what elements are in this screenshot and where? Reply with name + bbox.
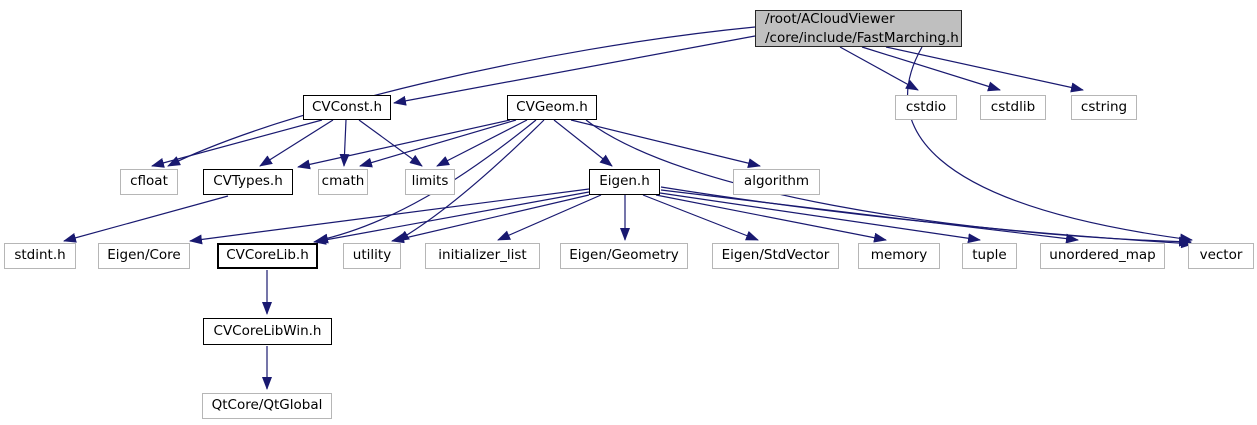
node-cvcorelib-h[interactable]: CVCoreLib.h bbox=[217, 243, 318, 269]
edge-cvgeom-h-to-limits bbox=[436, 119, 528, 167]
node-cmath: cmath bbox=[318, 169, 368, 195]
edge-root-to-cstring bbox=[885, 46, 1084, 93]
edge-cvgeom-h-to-eigen-h bbox=[553, 119, 613, 167]
edge-root-to-cvconst-h bbox=[393, 35, 756, 106]
edge-cvtypes-h-to-stdint-h bbox=[63, 195, 229, 243]
node-eigen-h[interactable]: Eigen.h bbox=[589, 169, 660, 195]
node-qtcore-qtglobal: QtCore/QtGlobal bbox=[202, 393, 332, 419]
node-eigen-geometry: Eigen/Geometry bbox=[560, 243, 688, 269]
node-cstdio: cstdio bbox=[895, 95, 957, 120]
root-node-label-line: /core/include/FastMarching.h bbox=[765, 29, 959, 46]
edge-cvconst-h-to-limits bbox=[358, 119, 423, 167]
node-root: /root/ACloudViewer/core/include/FastMarc… bbox=[755, 10, 962, 47]
root-node-label-line: /root/ACloudViewer bbox=[765, 10, 895, 27]
edge-root-to-cfloat bbox=[167, 26, 756, 167]
edge-eigen-h-to-eigen-stdvector bbox=[642, 194, 759, 241]
edge-cvgeom-h-to-algorithm bbox=[570, 119, 761, 169]
edge-eigen-h-to-eigen-core bbox=[189, 188, 590, 245]
node-eigen-stdvector: Eigen/StdVector bbox=[712, 243, 839, 269]
node-cstring: cstring bbox=[1071, 95, 1137, 120]
node-unordered-map: unordered_map bbox=[1040, 243, 1165, 269]
edge-cvconst-h-to-cfloat bbox=[151, 119, 323, 168]
node-memory: memory bbox=[858, 243, 940, 269]
node-algorithm: algorithm bbox=[733, 169, 820, 195]
node-cfloat: cfloat bbox=[120, 169, 178, 195]
edge-eigen-h-to-utility bbox=[391, 194, 590, 244]
node-eigen-core: Eigen/Core bbox=[98, 243, 190, 269]
node-cstdlib: cstdlib bbox=[980, 95, 1046, 120]
edge-cvgeom-h-to-cvcorelib-h bbox=[315, 119, 537, 244]
edge-cvconst-h-to-cvtypes-h bbox=[259, 119, 334, 167]
node-cvcorelibwin-h[interactable]: CVCoreLibWin.h bbox=[203, 318, 332, 345]
edge-cvgeom-h-to-vector bbox=[585, 119, 1192, 247]
edge-cvconst-h-to-cmath bbox=[339, 119, 350, 167]
edge-eigen-h-to-cvcorelib-h bbox=[313, 191, 590, 245]
edge-eigen-h-to-vector bbox=[660, 186, 1194, 249]
node-vector: vector bbox=[1188, 243, 1254, 269]
edge-cvgeom-h-to-cmath bbox=[359, 119, 517, 168]
node-initializer-list: initializer_list bbox=[425, 243, 540, 269]
edge-root-to-cstdio bbox=[839, 46, 919, 91]
node-limits: limits bbox=[405, 169, 455, 195]
edge-eigen-h-to-initializer-list bbox=[497, 194, 602, 241]
edge-root-to-vector bbox=[907, 46, 1193, 244]
node-tuple: tuple bbox=[962, 243, 1017, 269]
node-utility: utility bbox=[343, 243, 401, 269]
edge-eigen-h-to-tuple bbox=[659, 192, 981, 244]
node-stdint-h: stdint.h bbox=[4, 243, 76, 269]
node-cvgeom-h[interactable]: CVGeom.h bbox=[507, 95, 597, 120]
edge-root-to-cstdlib bbox=[861, 46, 1001, 92]
edge-eigen-h-to-memory bbox=[655, 194, 887, 243]
node-cvtypes-h[interactable]: CVTypes.h bbox=[203, 169, 293, 195]
node-cvconst-h[interactable]: CVConst.h bbox=[303, 95, 391, 120]
edge-cvgeom-h-to-cvtypes-h bbox=[297, 119, 511, 170]
edge-cvgeom-h-to-utility bbox=[396, 119, 545, 242]
